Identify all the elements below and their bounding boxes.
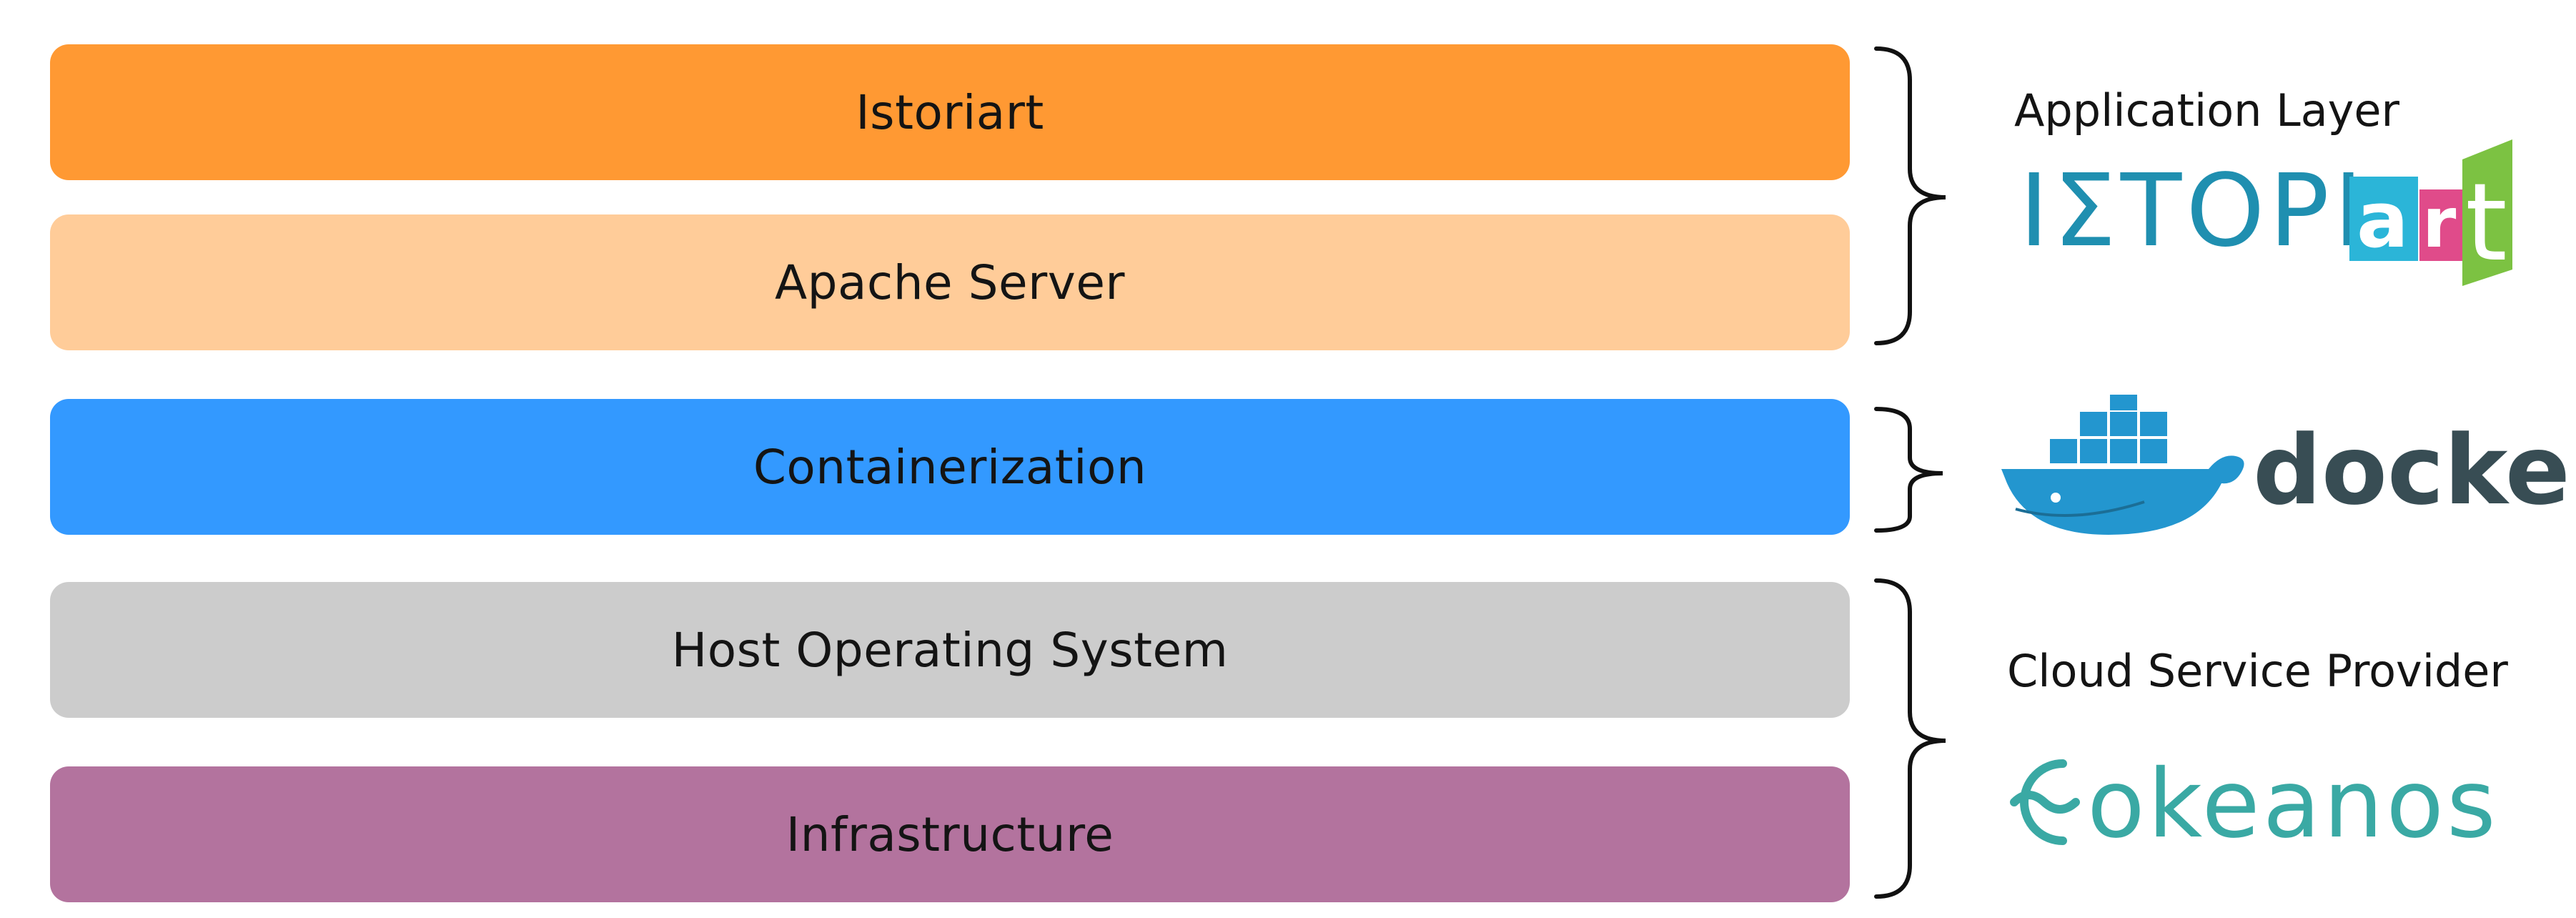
layer-infrastructure: Infrastructure bbox=[50, 766, 1850, 902]
svg-text:r: r bbox=[2422, 183, 2457, 263]
docker-logo: docker bbox=[1994, 386, 2576, 538]
layer-istoriart: Istoriart bbox=[50, 44, 1850, 180]
bracket-application bbox=[1874, 46, 1946, 345]
svg-text:a: a bbox=[2357, 176, 2409, 265]
okeanos-logo: okeanos bbox=[2007, 744, 2550, 859]
bracket-cloud bbox=[1874, 578, 1946, 899]
layer-label: Istoriart bbox=[856, 84, 1044, 140]
layer-containerization: Containerization bbox=[50, 399, 1850, 535]
istoriart-logo: ΙΣΤΟΡΙ a r t bbox=[2019, 139, 2512, 293]
okeanos-wave-icon bbox=[2010, 759, 2080, 845]
layer-label: Infrastructure bbox=[786, 806, 1114, 862]
docker-whale-icon bbox=[2001, 386, 2244, 535]
istoriart-t-icon: t bbox=[2462, 139, 2512, 286]
istoriart-wordmark: ΙΣΤΟΡΙ bbox=[2019, 153, 2367, 270]
istoriart-a-icon: a bbox=[2349, 176, 2418, 265]
cloud-service-provider-title: Cloud Service Provider bbox=[2007, 645, 2508, 697]
layer-label: Host Operating System bbox=[671, 622, 1229, 678]
bracket-containerization bbox=[1874, 407, 1943, 533]
docker-wordmark: docker bbox=[2253, 415, 2566, 526]
layer-apache-server: Apache Server bbox=[50, 214, 1850, 350]
layer-host-operating-system: Host Operating System bbox=[50, 582, 1850, 718]
okeanos-wordmark: okeanos bbox=[2087, 749, 2499, 858]
istoriart-r-icon: r bbox=[2419, 183, 2462, 263]
application-layer-title: Application Layer bbox=[2014, 84, 2399, 137]
layer-label: Apache Server bbox=[774, 255, 1126, 310]
layer-label: Containerization bbox=[753, 439, 1147, 495]
svg-text:t: t bbox=[2465, 161, 2507, 285]
